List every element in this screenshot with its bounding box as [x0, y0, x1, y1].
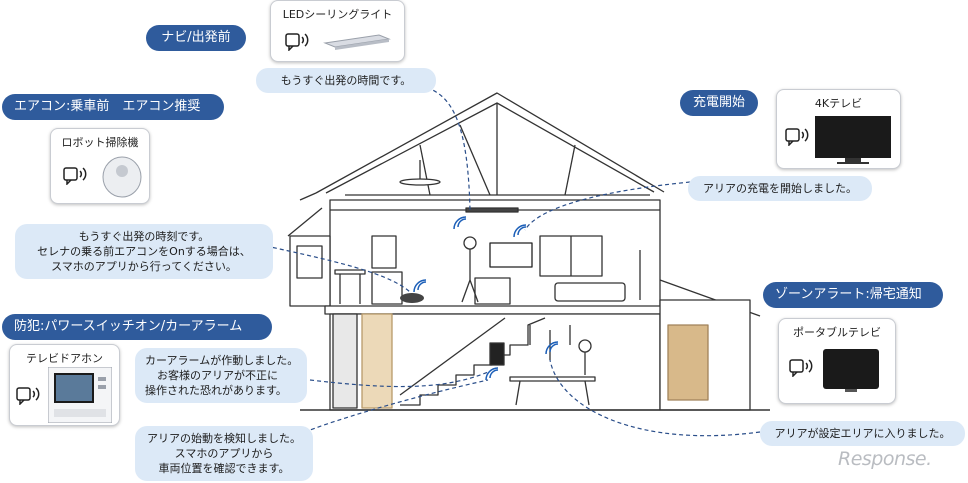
speaker-icon	[285, 33, 309, 51]
intercom-icon	[48, 367, 112, 423]
message-line: お客様のアリアが不正に	[157, 369, 278, 382]
message-aircon: もうすぐ出発の時刻です。 セレナの乗る前エアコンをOnする場合は、 スマホのアプ…	[15, 224, 273, 279]
message-line: もうすぐ出発の時刻です。	[78, 230, 210, 243]
tag-navi: ナビ/出発前	[146, 25, 246, 51]
tag-charge: 充電開始	[680, 90, 758, 116]
message-line: スマホのアプリから	[174, 447, 274, 460]
speaker-icon	[785, 128, 809, 146]
tag-aircon: エアコン:乗車前 エアコン推奨	[2, 94, 224, 120]
message-zone: アリアが設定エリアに入りました。	[760, 421, 965, 446]
message-line: 操作された恐れがあります。	[145, 384, 287, 397]
message-line: セレナの乗る前エアコンをOnする場合は、	[37, 245, 251, 258]
device-card-intercom: テレビドアホン	[9, 344, 120, 426]
message-start: アリアの始動を検知しました。 スマホのアプリから 車両位置を確認できます。	[135, 426, 313, 481]
message-line: アリアの始動を検知しました。	[147, 432, 301, 445]
message-alarm: カーアラームが作動しました。 お客様のアリアが不正に 操作された恐れがあります。	[135, 348, 307, 403]
ceiling-light-icon	[323, 34, 391, 50]
tv-icon	[815, 116, 891, 164]
device-card-ceiling-light: LEDシーリングライト	[270, 0, 405, 62]
speaker-icon	[789, 359, 813, 377]
device-label: テレビドアホン	[26, 352, 103, 365]
device-label: ポータブルテレビ	[793, 326, 881, 339]
message-navi: もうすぐ出発の時間です。	[256, 68, 436, 93]
message-line: スマホのアプリから行ってください。	[51, 260, 237, 273]
device-label: 4Kテレビ	[814, 97, 863, 110]
robot-cleaner-icon	[102, 156, 142, 198]
device-label: LEDシーリングライト	[282, 8, 393, 21]
device-label: ロボット掃除機	[61, 136, 139, 149]
speaker-icon	[16, 387, 40, 405]
tag-zone: ゾーンアラート:帰宅通知	[763, 282, 943, 308]
portable-tv-icon	[823, 349, 879, 392]
tag-security: 防犯:パワースイッチオン/カーアラーム	[2, 314, 272, 340]
message-line: カーアラームが作動しました。	[145, 354, 299, 367]
device-card-4k-tv: 4Kテレビ	[776, 89, 901, 169]
device-card-portable-tv: ポータブルテレビ	[778, 318, 896, 404]
message-line: 車両位置を確認できます。	[158, 462, 290, 475]
message-charge: アリアの充電を開始しました。	[688, 176, 872, 201]
brand-logo: Response.	[838, 448, 932, 470]
speaker-icon	[63, 167, 87, 185]
device-card-robot-cleaner: ロボット掃除機	[50, 128, 150, 204]
